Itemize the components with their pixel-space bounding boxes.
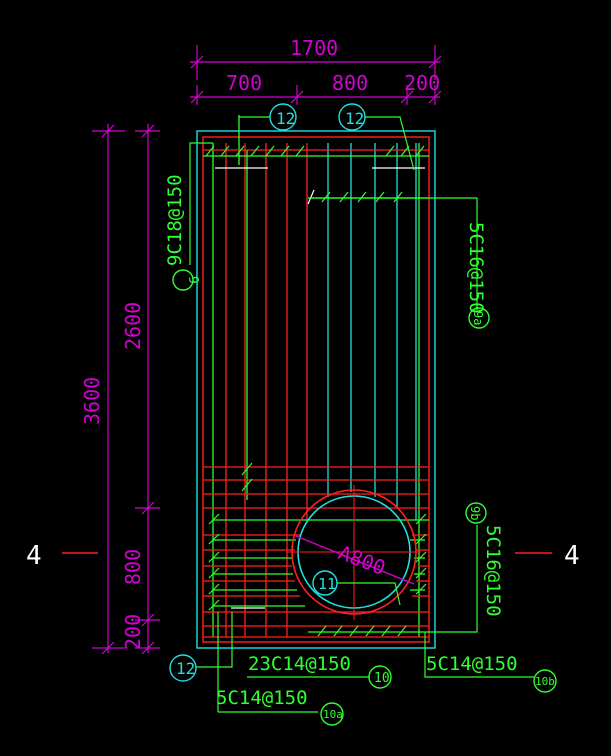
section-mark-left: 4 xyxy=(26,541,42,571)
circular-opening xyxy=(287,485,421,620)
lower-red-grid xyxy=(203,466,429,638)
inner-frame xyxy=(202,136,430,643)
top-bars xyxy=(203,149,429,199)
tick-marks-lower xyxy=(208,462,427,637)
upper-green-bars xyxy=(212,115,420,637)
slab-outline xyxy=(196,130,436,649)
lower-green-grid xyxy=(213,519,429,633)
upper-cyan-bars xyxy=(327,143,417,520)
dim-total-height: 3600 xyxy=(80,377,104,425)
label-bottom-right: 5C14@150 xyxy=(426,653,518,675)
marker-bottom-left: 12 xyxy=(176,659,195,678)
marker-bottom-right: 10b xyxy=(535,675,555,688)
marker-left: 9 xyxy=(185,276,200,284)
dim-bottom-height: 200 xyxy=(121,614,145,650)
marker-bottom-mid: 10 xyxy=(374,671,390,686)
leader-lines xyxy=(189,116,534,713)
dim-upper-height: 2600 xyxy=(121,302,145,350)
label-right-lower: 5C16@150 xyxy=(482,525,504,617)
dim-total-width: 1700 xyxy=(290,36,338,60)
label-right-vertical: 5C16@150 xyxy=(465,222,487,314)
label-bottom-horizontal: 23C14@150 xyxy=(248,653,351,675)
tick-marks-top xyxy=(205,145,425,205)
marker-opening: 11 xyxy=(318,575,336,593)
dim-seg-right: 200 xyxy=(404,71,440,95)
dim-lower-height: 800 xyxy=(121,549,145,585)
upper-red-bars xyxy=(225,143,308,637)
label-left-vertical: 9C18@150 xyxy=(164,174,186,266)
dimension-lines xyxy=(92,45,442,655)
marker-top-left: 12 xyxy=(276,109,295,128)
marker-top-right: 12 xyxy=(345,109,364,128)
opening-diameter-label: A800 xyxy=(335,540,389,580)
marker-circles xyxy=(169,103,557,726)
label-bottom-left: 5C14@150 xyxy=(216,687,308,709)
marker-right: 9a xyxy=(471,311,485,325)
marker-right-lower: 9b xyxy=(468,506,482,520)
section-mark-right: 4 xyxy=(564,541,580,571)
dim-seg-left: 700 xyxy=(226,71,262,95)
dim-seg-mid: 800 xyxy=(332,71,368,95)
marker-bottom-left-2: 10a xyxy=(323,708,343,721)
